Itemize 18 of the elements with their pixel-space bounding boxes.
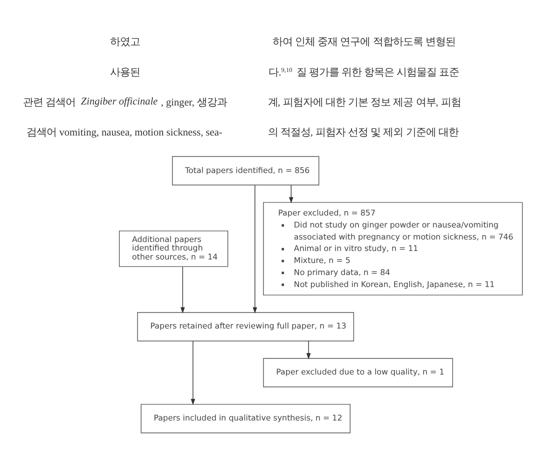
node-box: Papers included in qualitative synthesis, n = 12 (140, 404, 350, 434)
node-box: Total papers identified, n = 856 (172, 156, 320, 186)
label: 계, 피험자에 대한 기본 정보 제공 여부, 피험 (268, 97, 461, 108)
node-box: Additional papers identified through other sources, n = 14 (118, 230, 228, 267)
arrow (306, 340, 311, 360)
arrow (252, 184, 258, 314)
label: 하였고 (110, 37, 140, 48)
node-box: Paper excluded due to a low quality, n = 1 (263, 358, 454, 388)
arrow (288, 184, 294, 204)
node-box: Paper excluded, n = 857 Did not study on ginger powder or nausea/vomiting associated with pregnancy or motion sickness, n = 746 Animal or in vitro study, n = 11 Mixture, n = 5 No primary data, n = 84 Not published in Korean, English, Japanese, n = 11 (263, 202, 523, 296)
arrow (180, 266, 185, 314)
label: 검색어 vomiting, nausea, motion sickness, sea- (26, 127, 222, 138)
label: 의 적절성, 피험자 선정 및 제외 기준에 대한 (268, 127, 458, 138)
label: 사용된 (110, 67, 140, 78)
label: 관련 검색어 Zingiber officinale, ginger, 생강과 (23, 96, 228, 108)
label: 하여 인체 중재 연구에 적합하도록 변형된 (272, 37, 456, 48)
arrow (190, 340, 196, 406)
node-box: Papers retained after reviewing full paper, n = 13 (137, 312, 354, 342)
